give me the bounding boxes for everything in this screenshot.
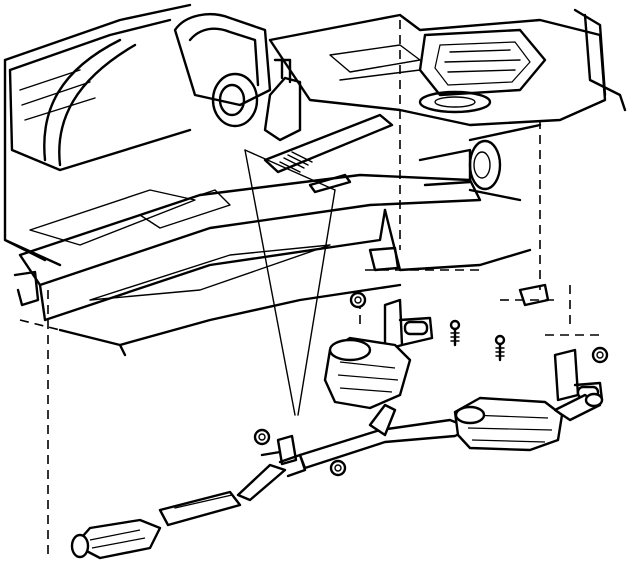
rear-muffler xyxy=(453,396,564,452)
tailpipe xyxy=(553,392,604,422)
catalytic-converter xyxy=(70,518,162,560)
left-tow-tab xyxy=(13,270,40,307)
front-pipe xyxy=(236,453,307,502)
resonator xyxy=(158,490,242,527)
floor-edge-right xyxy=(383,208,532,272)
frame-rail xyxy=(18,173,482,287)
rear-seat-panel-inner xyxy=(188,27,260,87)
trunk-panel xyxy=(268,13,607,127)
vehicle-underbody xyxy=(3,3,627,357)
floor-rib-2 xyxy=(89,244,331,301)
hanger-bolt-1 xyxy=(449,319,461,347)
hanger-bracket-rear xyxy=(518,283,604,404)
floor-rib-3 xyxy=(139,189,231,229)
hanger-nut-2 xyxy=(591,346,609,364)
hanger-nut-3 xyxy=(253,428,271,446)
floor-pan-outline xyxy=(3,3,192,267)
rear-body-mount xyxy=(418,123,542,202)
rear-seat-panel xyxy=(173,13,272,107)
callout-lines xyxy=(244,149,336,416)
hanger-nut-1 xyxy=(349,291,367,309)
trunk-panel-edge xyxy=(573,8,627,112)
floor-pan-curve xyxy=(43,38,137,167)
exhaust-system xyxy=(70,336,604,560)
floor-rib-1 xyxy=(29,189,196,246)
frame-rail-lower xyxy=(38,208,387,322)
crossmember xyxy=(263,58,394,194)
floor-edge-lower xyxy=(58,283,402,357)
hanger-bracket-front xyxy=(368,246,434,352)
intermediate-pipe xyxy=(298,403,472,470)
hanger-bolt-2 xyxy=(494,334,506,362)
spare-tire-well xyxy=(418,28,547,114)
hanger-nut-4 xyxy=(329,459,347,477)
body-plug xyxy=(211,72,259,128)
floor-pan-rib xyxy=(19,69,96,121)
trunk-panel-rib xyxy=(329,44,421,81)
front-hanger-clamp xyxy=(260,434,298,466)
front-muffler xyxy=(323,336,412,410)
crossmember-spring xyxy=(279,151,313,173)
